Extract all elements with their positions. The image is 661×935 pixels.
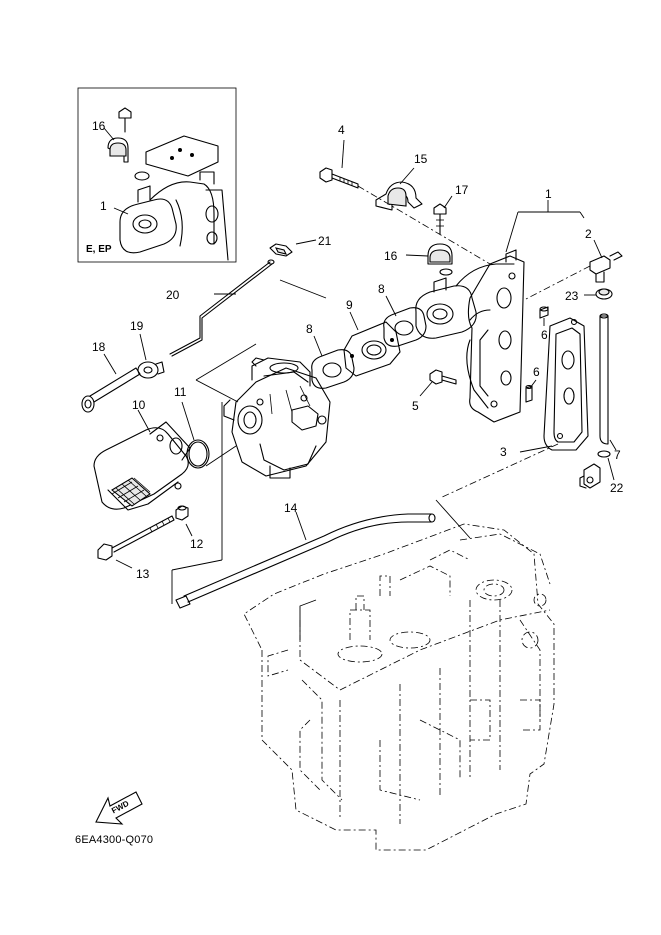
carburetor-icon <box>223 357 331 479</box>
intake-manifold-icon <box>415 249 525 423</box>
callout-17: 17 <box>455 183 469 197</box>
callout-8b: 8 <box>306 322 313 336</box>
drawing-code: 6EA4300-Q070 <box>75 834 154 846</box>
gasket-3-icon <box>543 317 589 451</box>
hose-14-icon <box>175 513 436 609</box>
callout-8a: 8 <box>378 282 385 296</box>
collar-12-icon <box>175 505 189 521</box>
clamp-15-icon <box>375 181 423 211</box>
o-ring-11-icon <box>186 439 210 469</box>
link-rod-20-icon <box>169 259 275 357</box>
callout-6a: 6 <box>541 328 548 342</box>
inset-label: E, EP <box>86 244 112 255</box>
clip-23-icon <box>595 288 613 300</box>
callout-23: 23 <box>565 289 579 303</box>
callout-13: 13 <box>136 567 150 581</box>
callout-9: 9 <box>346 298 353 312</box>
callout-7: 7 <box>614 448 621 462</box>
bolt-13-icon <box>97 515 175 561</box>
fwd-arrow-icon: FWD <box>95 791 143 825</box>
dowel-pin-6b-icon <box>525 384 533 403</box>
bolt-17-icon <box>433 203 447 235</box>
gasket-8a-icon <box>383 307 427 347</box>
callout-2: 2 <box>585 227 592 241</box>
callout-14: 14 <box>284 501 298 515</box>
dowel-pin-6a-icon <box>539 306 549 319</box>
callout-20: 20 <box>166 288 180 302</box>
clamp-16-icon <box>427 243 453 276</box>
callout-1-inset: 1 <box>100 199 107 213</box>
inset-box <box>77 87 237 263</box>
callout-19: 19 <box>130 319 144 333</box>
bolt-4-icon <box>319 167 359 189</box>
hose-joint-2-icon <box>589 251 623 283</box>
callout-22: 22 <box>610 481 624 495</box>
bolt-5-icon <box>429 369 457 385</box>
silencer-10-icon <box>93 421 191 511</box>
callout-11: 11 <box>174 385 187 399</box>
inset-clamp-icon <box>107 137 129 163</box>
engine-block-outline <box>243 523 555 851</box>
clip-21-icon <box>269 243 293 257</box>
collar-19-icon <box>137 361 165 379</box>
callout-3: 3 <box>500 445 507 459</box>
clip-22-icon <box>579 450 611 489</box>
gasket-8b-icon <box>311 349 355 389</box>
inset-bolt-icon <box>118 107 132 133</box>
spacer-9-icon <box>343 321 401 377</box>
callout-6b: 6 <box>533 365 540 379</box>
callout-12: 12 <box>190 537 204 551</box>
callout-10: 10 <box>132 398 146 412</box>
callout-15: 15 <box>414 152 428 166</box>
callout-16-inset: 16 <box>92 119 106 133</box>
callout-21: 21 <box>318 234 332 248</box>
hose-7-icon <box>599 313 609 445</box>
callout-5: 5 <box>412 399 419 413</box>
callout-18: 18 <box>92 340 106 354</box>
callout-1: 1 <box>545 187 552 201</box>
callout-16: 16 <box>384 249 398 263</box>
callout-4: 4 <box>338 123 345 137</box>
